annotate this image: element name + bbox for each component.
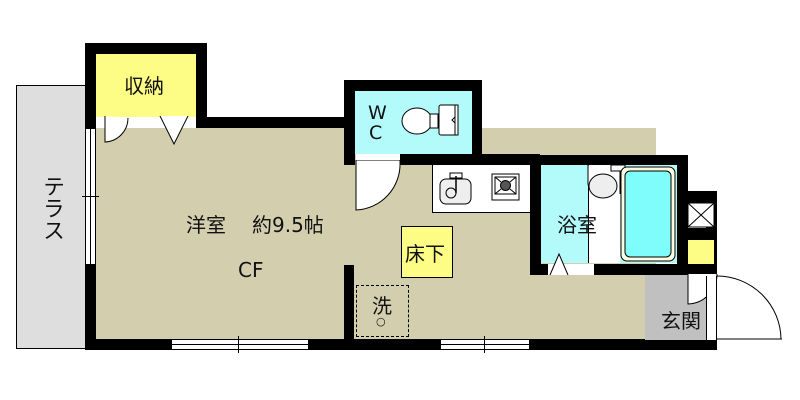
wall: [529, 339, 716, 350]
wc-label-w: W: [368, 102, 387, 124]
wall: [677, 191, 688, 341]
wall: [85, 264, 96, 350]
window-mark: [82, 196, 99, 197]
shoe-storage: [688, 240, 714, 264]
front-door-opening: [706, 276, 717, 340]
washer-space-label: 洗: [372, 294, 392, 318]
wall: [530, 155, 688, 165]
wall: [530, 155, 541, 275]
wall: [706, 191, 717, 350]
storage-door-opening: [104, 117, 188, 128]
terrace: [16, 85, 86, 349]
window-frame-line: [441, 344, 529, 345]
western-room-size: 約9.5帖: [252, 213, 324, 237]
western-room-label: 洋室: [186, 213, 226, 237]
front-door-swing-icon[interactable]: [716, 275, 788, 345]
window-frame-line: [172, 344, 308, 345]
wall: [344, 80, 355, 165]
underfloor-storage: [401, 226, 453, 278]
toilet-icon: [401, 104, 459, 136]
wall: [344, 265, 354, 341]
gas-stove-icon: [491, 173, 520, 201]
wall: [677, 191, 717, 201]
storage-door-swing-icon: [104, 116, 189, 146]
entrance-label: 玄関: [661, 309, 701, 333]
storage-label: 収納: [124, 74, 164, 98]
wall: [85, 43, 207, 54]
wall: [85, 43, 96, 129]
flooring-type: CF: [238, 258, 264, 282]
bathroom-door-icon[interactable]: [548, 250, 574, 276]
window-mark: [484, 336, 485, 353]
storage-room: [96, 53, 196, 117]
wall: [400, 154, 540, 165]
wall: [344, 80, 482, 91]
wall: [688, 264, 706, 274]
washer-space: [356, 285, 409, 337]
wc-label-c: C: [369, 122, 383, 144]
bathtub-icon: [620, 166, 676, 262]
kitchen-sink-icon: [439, 172, 472, 205]
wall: [196, 43, 207, 128]
wall: [530, 264, 688, 275]
wall: [688, 228, 706, 240]
underfloor-storage-label: 床下: [405, 242, 445, 266]
wall: [196, 117, 354, 128]
terrace-label: テラス: [39, 175, 64, 241]
wc-door-swing-icon[interactable]: [354, 160, 404, 212]
wall: [472, 80, 482, 164]
wall: [308, 339, 441, 350]
ventilation-icon: [687, 202, 715, 228]
washbasin-icon: [587, 164, 626, 199]
wall: [85, 339, 172, 350]
bathroom-door-opening: [548, 264, 594, 275]
bathroom-label: 浴室: [557, 213, 597, 237]
drain-symbol: ○: [376, 315, 386, 328]
wall: [85, 117, 96, 129]
window-mark: [238, 336, 239, 353]
